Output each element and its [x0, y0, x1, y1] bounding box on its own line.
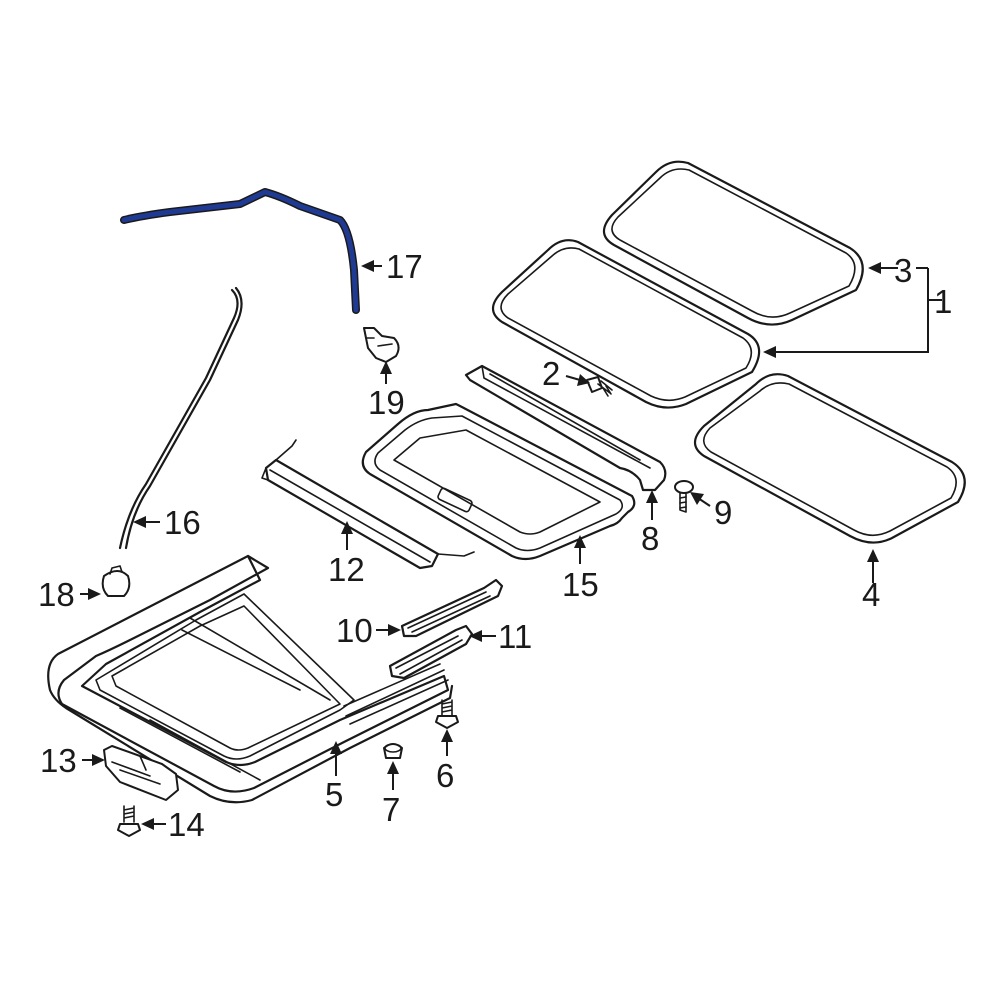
callout-16: 16 [133, 504, 201, 541]
callout-1: 1 [763, 268, 952, 358]
callout-10: 10 [336, 612, 401, 649]
callout-4: 4 [862, 549, 880, 613]
svg-text:18: 18 [38, 576, 75, 613]
part-2-bolt[interactable] [586, 376, 613, 397]
callout-13: 13 [40, 742, 105, 779]
svg-text:4: 4 [862, 576, 880, 613]
callout-7: 7 [382, 761, 400, 828]
part-1-glass-panel[interactable] [491, 239, 761, 409]
svg-text:1: 1 [934, 283, 952, 320]
part-4-glass-seal[interactable] [693, 373, 966, 544]
part-5-sunroof-frame[interactable] [47, 554, 454, 804]
callout-14: 14 [141, 806, 205, 843]
callout-11: 11 [469, 618, 532, 655]
callout-17: 17 [361, 248, 423, 285]
callout-8: 8 [641, 490, 659, 557]
svg-text:10: 10 [336, 612, 373, 649]
svg-text:11: 11 [498, 618, 532, 655]
callout-3: 3 [868, 252, 928, 289]
svg-text:17: 17 [386, 248, 423, 285]
svg-text:12: 12 [328, 551, 365, 588]
svg-text:3: 3 [894, 252, 912, 289]
part-8-deflector[interactable] [464, 364, 667, 492]
callout-2: 2 [542, 355, 590, 392]
svg-text:16: 16 [164, 504, 201, 541]
svg-text:2: 2 [542, 355, 560, 392]
svg-text:5: 5 [325, 776, 343, 813]
part-13-motor[interactable] [103, 745, 179, 801]
part-10-guide[interactable] [400, 578, 504, 638]
svg-text:8: 8 [641, 520, 659, 557]
callout-12: 12 [328, 521, 365, 588]
part-17-drain-hose-highlighted[interactable] [120, 188, 360, 314]
callout-6: 6 [436, 729, 454, 794]
part-6-bolt[interactable] [435, 699, 459, 729]
callout-9: 9 [690, 492, 732, 531]
callout-19: 19 [368, 361, 405, 421]
part-14-bolt[interactable] [117, 805, 141, 837]
part-3-glass-panel[interactable] [602, 160, 864, 326]
callout-18: 18 [38, 576, 101, 613]
part-12-wind-deflector[interactable] [261, 439, 475, 570]
svg-text:19: 19 [368, 384, 405, 421]
part-15-sunshade[interactable] [361, 402, 636, 561]
highlight-inner [121, 189, 359, 313]
part-9-screw[interactable] [674, 480, 694, 513]
callout-15: 15 [562, 535, 599, 603]
svg-text:14: 14 [168, 806, 205, 843]
callout-5: 5 [325, 741, 343, 813]
svg-text:7: 7 [382, 791, 400, 828]
part-19-drain-valve[interactable] [363, 327, 400, 363]
part-18-drain-valve[interactable] [101, 565, 131, 597]
svg-text:15: 15 [562, 566, 599, 603]
part-7-nut[interactable] [383, 743, 403, 759]
svg-text:9: 9 [714, 494, 732, 531]
svg-text:6: 6 [436, 757, 454, 794]
part-11-guide[interactable] [388, 624, 474, 680]
svg-text:13: 13 [40, 742, 77, 779]
part-16-drain-hose[interactable] [118, 286, 243, 550]
